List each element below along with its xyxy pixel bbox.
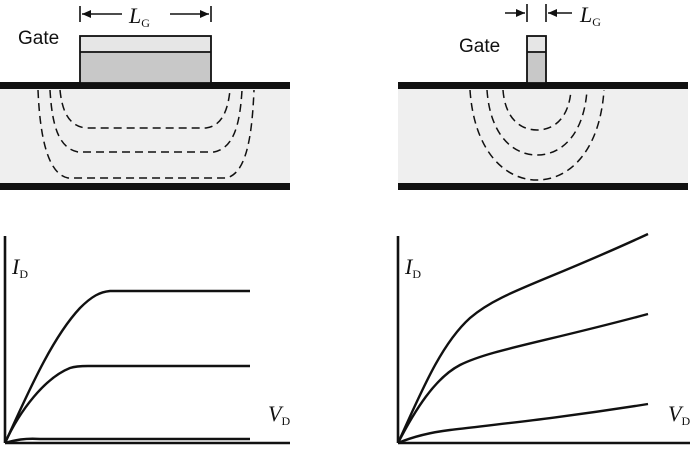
long-iv-x-label: VD	[268, 401, 290, 428]
short-substrate	[398, 86, 688, 186]
long-iv-curve-low	[4, 437, 250, 445]
short-gate-top	[528, 37, 545, 51]
long-gate-top	[81, 37, 210, 51]
short-bottom-surface	[398, 183, 688, 190]
short-iv-y-label: ID	[404, 254, 421, 281]
long-channel-iv-plot: ID VD	[3, 236, 290, 445]
short-lg-label: LG	[579, 2, 601, 29]
long-substrate	[0, 86, 290, 186]
short-top-surface	[398, 82, 688, 89]
long-bottom-surface	[0, 183, 290, 190]
short-gate-label: Gate	[459, 36, 500, 57]
short-iv-x-label: VD	[668, 401, 690, 428]
short-iv-curve-low	[397, 402, 649, 445]
long-iv-curves	[3, 289, 250, 445]
long-iv-y-label: ID	[11, 254, 28, 281]
short-depletion-contours	[469, 89, 605, 181]
short-iv-curve-high	[396, 232, 649, 444]
long-channel-device: Gate LG	[0, 3, 290, 190]
short-iv-curve-mid	[396, 312, 649, 444]
short-channel-device: Gate LG	[398, 2, 688, 190]
long-iv-curve-high	[3, 289, 250, 444]
long-gate-label: Gate	[18, 28, 59, 49]
long-lg-label: LG	[128, 3, 150, 30]
short-iv-curves	[396, 232, 649, 445]
short-channel-iv-plot: ID VD	[396, 232, 690, 445]
long-iv-curve-mid	[3, 364, 250, 444]
long-top-surface	[0, 82, 290, 89]
long-depletion-contours	[37, 89, 255, 179]
